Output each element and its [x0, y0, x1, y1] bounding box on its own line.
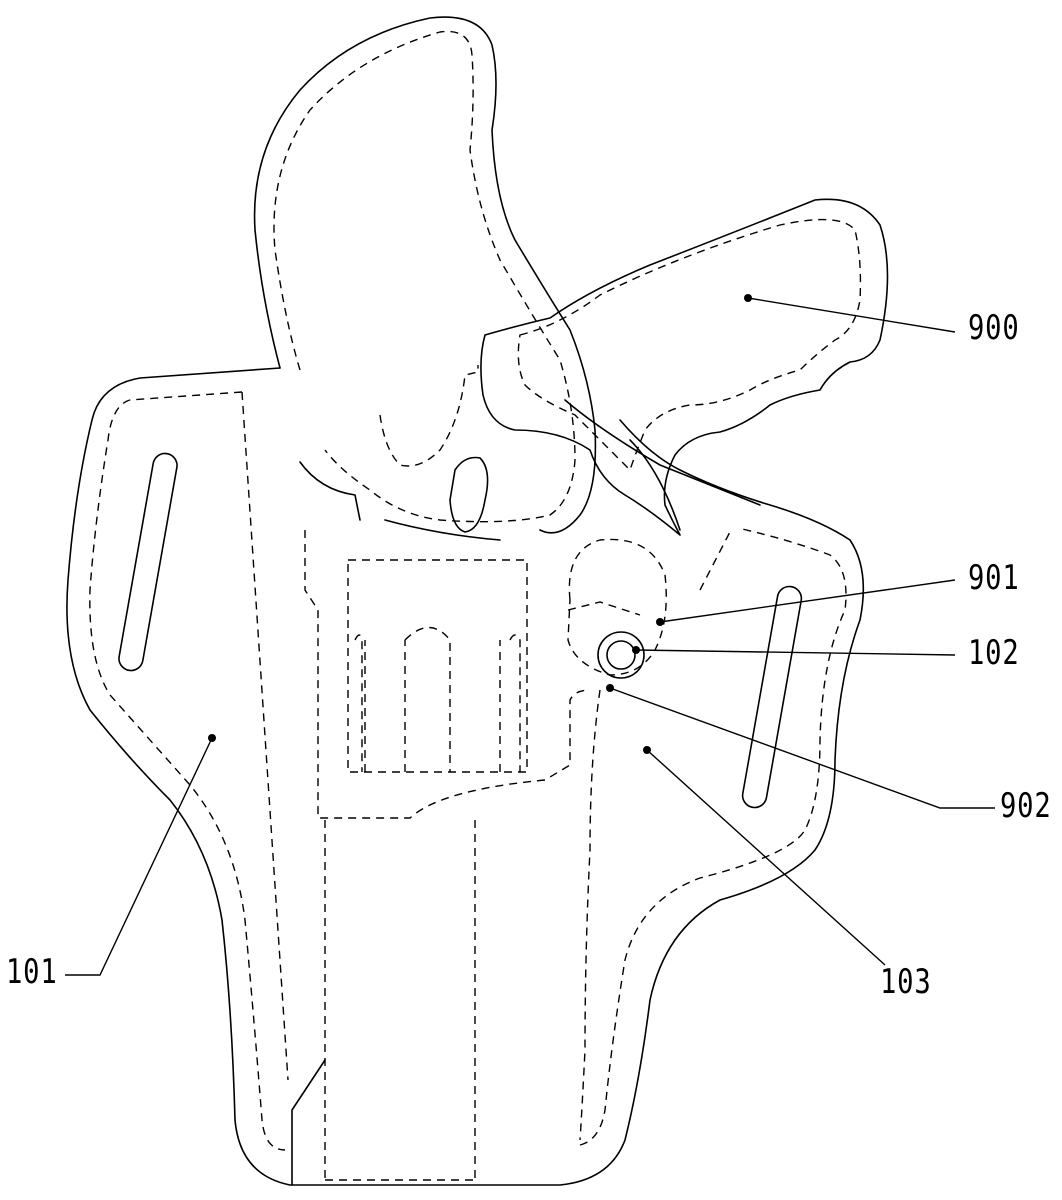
fastener-inner-ring [606, 640, 636, 670]
holster-stitching [89, 391, 286, 1151]
flap-edge [299, 461, 501, 541]
cylinder-outline [304, 530, 591, 819]
barrel [324, 820, 476, 1181]
hammer-area [567, 538, 667, 676]
label-103: 103 [880, 962, 932, 1002]
barrel-tip [291, 1059, 326, 1186]
gun-grip [480, 198, 889, 536]
strap-flap [253, 16, 597, 534]
right-belt-slot [741, 585, 803, 809]
label-102: 102 [968, 633, 1020, 673]
grip-frame-line [564, 399, 761, 531]
fastener-outer-ring [597, 631, 645, 679]
front-stitching [579, 689, 601, 1141]
holster-fold-line [241, 391, 289, 1081]
flap-inner [379, 365, 479, 467]
cylinder-chambers [354, 626, 521, 772]
label-900: 900 [968, 308, 1020, 348]
holster-outline [66, 367, 865, 1186]
label-101: 101 [6, 952, 58, 992]
leader-lines [65, 294, 995, 976]
holster-stitching-right [579, 527, 847, 1146]
left-belt-slot [118, 452, 178, 672]
trigger-guard [699, 527, 733, 591]
label-902: 902 [1000, 786, 1052, 826]
grip-stitching [517, 218, 862, 472]
flap-tab [449, 456, 489, 533]
cylinder-box [347, 559, 528, 773]
label-901: 901 [968, 558, 1020, 598]
strap-flap-stitching [273, 30, 576, 523]
